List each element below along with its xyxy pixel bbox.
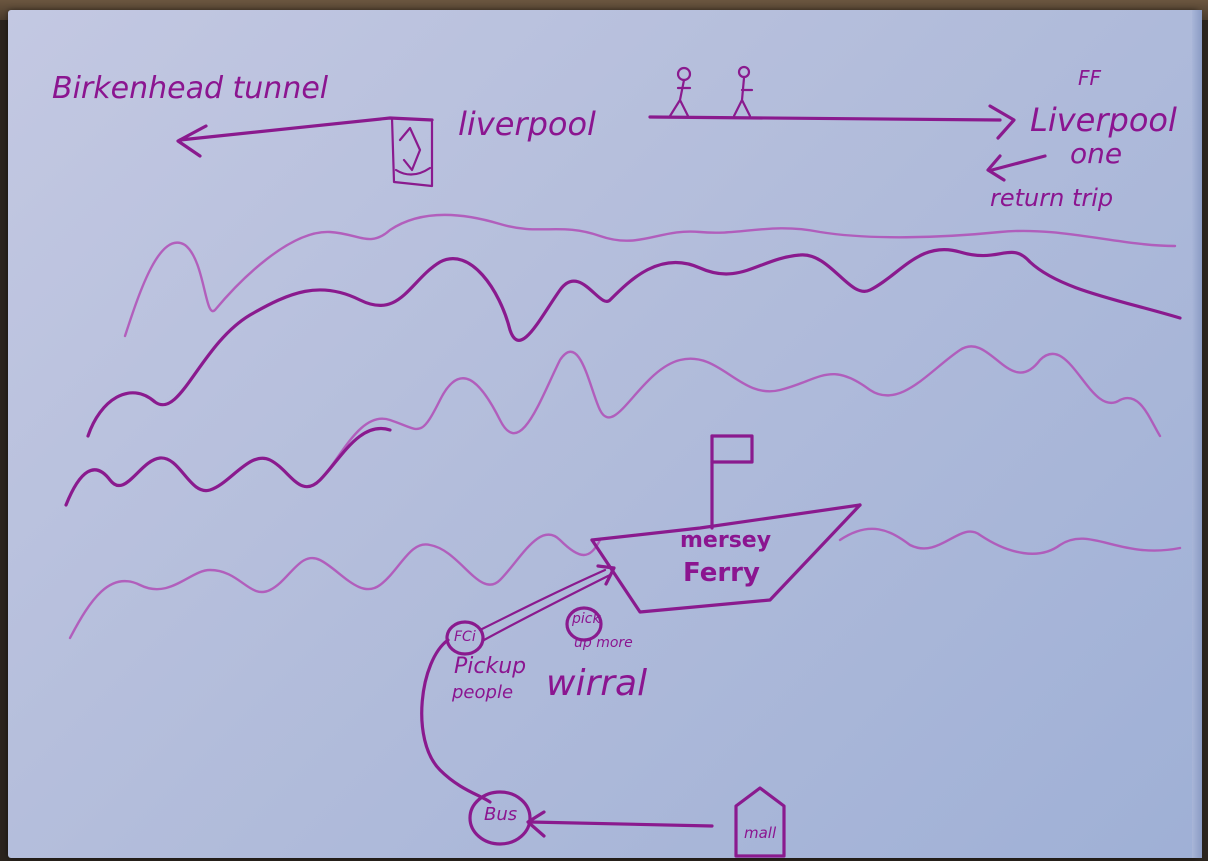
liverpool-label: liverpool xyxy=(458,105,596,143)
pickup-people-line1: Pickup xyxy=(454,654,527,679)
walking-person-1-icon xyxy=(668,66,692,118)
return-trip-arrow xyxy=(986,154,1047,182)
pickup-route xyxy=(420,564,786,858)
paper-sheet xyxy=(8,10,1198,858)
bus-label: Bus xyxy=(484,804,518,825)
pick-up-more-line1: pick xyxy=(572,611,601,627)
liverpool-one-line1: Liverpool xyxy=(1030,101,1177,139)
pick-up-more-line2: up more xyxy=(574,635,633,651)
paper-edge xyxy=(1192,10,1202,858)
wirral-label: wirral xyxy=(546,663,648,704)
mersey-ferry-line1: mersey xyxy=(680,528,772,553)
tunnel-arrow xyxy=(176,116,434,158)
sea-waves xyxy=(64,213,1182,640)
return-trip-label: return trip xyxy=(990,184,1114,212)
walking-path xyxy=(648,104,1016,140)
ferry-boat-icon xyxy=(590,434,862,614)
tunnel-entrance-icon xyxy=(390,116,434,188)
pickup-people-line2: people xyxy=(452,682,514,703)
liverpool-one-line2: one xyxy=(1070,137,1123,170)
pickup-circle-label: FCi xyxy=(454,629,476,645)
mersey-ferry-line2: Ferry xyxy=(683,558,760,588)
walking-person-2-icon xyxy=(732,65,754,118)
birkenhead-tunnel-label: Birkenhead tunnel xyxy=(52,71,329,106)
mall-label: mall xyxy=(744,824,777,842)
ff-label: FF xyxy=(1078,66,1102,90)
